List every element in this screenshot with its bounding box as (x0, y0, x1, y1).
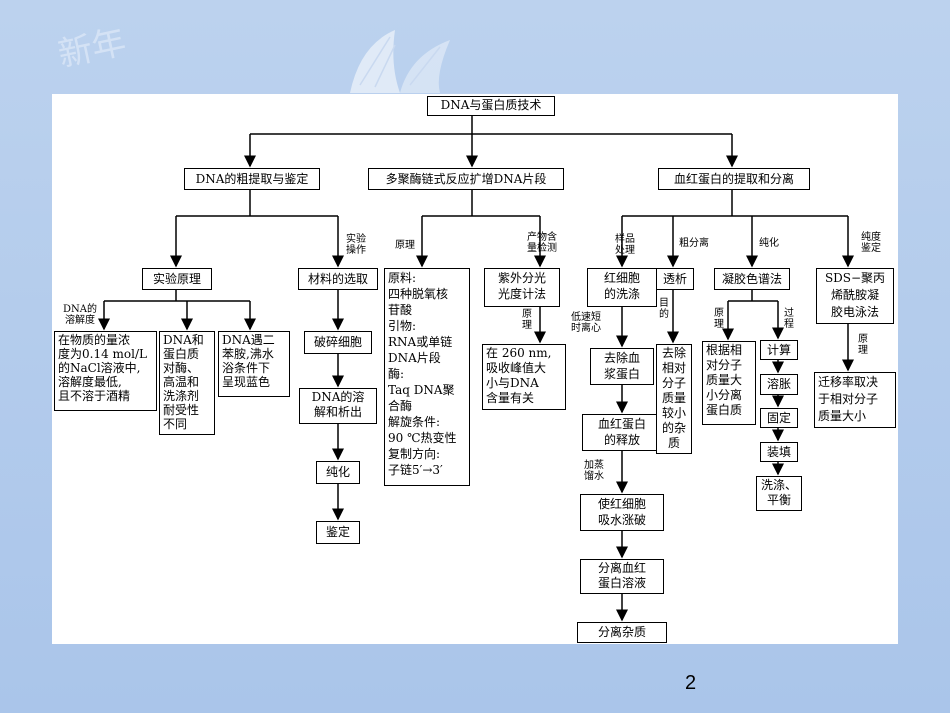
node-break-cells: 破碎细胞 (304, 331, 372, 354)
label-experiment-operation: 实验 操作 (346, 234, 366, 256)
node-experiment-principle: 实验原理 (142, 268, 212, 290)
node-separate-solution: 分离血红 蛋白溶液 (580, 559, 664, 594)
node-remove-plasma: 去除血 浆蛋白 (590, 348, 654, 385)
butterfly-decoration (350, 30, 450, 93)
node-step-wash-equilibrate: 洗涤、 平衡 (756, 476, 802, 511)
node-uv-absorption: 在 260 nm, 吸收峰值大 小与DNA 含量有关 (482, 344, 566, 410)
node-tolerance: DNA和 蛋白质 对酶、 高温和 洗涤剂 耐受性 不同 (159, 331, 215, 435)
node-sds-page: SDS−聚丙 烯酰胺凝 胶电泳法 (816, 268, 894, 324)
node-dialysis-purpose: 去除 相对 分子 质量 较小 的杂 质 (656, 344, 692, 454)
label-add-water: 加蒸 馏水 (584, 460, 604, 482)
node-pcr-materials: 原料: 四种脱氧核 苷酸 引物: RNA或单链 DNA片段 酶: Taq DNA… (384, 268, 470, 486)
label-product-detection: 产物含 量检测 (527, 232, 557, 254)
node-step-fix: 固定 (760, 408, 798, 428)
node-wash-rbc: 红细胞 的洗涤 (587, 268, 657, 307)
connector-lines (98, 114, 854, 622)
label-sample-processing: 样品 处理 (615, 234, 635, 256)
node-step-fill: 装填 (760, 442, 798, 462)
branch-dna-extraction: DNA的粗提取与鉴定 (184, 168, 320, 190)
label-gel-principle: 原 理 (714, 308, 724, 330)
label-gel-process: 过 程 (784, 308, 794, 330)
branch-pcr: 多聚酶链式反应扩增DNA片段 (368, 168, 564, 190)
node-diphenylamine: DNA遇二 苯胺,沸水 浴条件下 呈现蓝色 (218, 331, 290, 397)
node-hemoglobin-release: 血红蛋白 的释放 (582, 414, 662, 451)
node-nacl-solubility: 在物质的量浓 度为0.14 mol/L 的NaCl溶液中, 溶解度最低, 且不溶… (54, 331, 157, 411)
root-node: DNA与蛋白质技术 (427, 96, 555, 116)
node-purify: 纯化 (316, 461, 360, 484)
diagram-panel: DNA与蛋白质技术 DNA的粗提取与鉴定 多聚酶链式反应扩增DNA片段 血红蛋白… (52, 94, 898, 644)
background-watermark: 新年 (54, 22, 130, 76)
node-gel-principle: 根据相 对分子 质量大 小分离 蛋白质 (702, 341, 756, 425)
node-step-swell: 溶胀 (760, 374, 798, 395)
node-rbc-burst: 使红细胞 吸水涨破 (580, 494, 664, 531)
node-material-selection: 材料的选取 (298, 268, 378, 290)
label-coarse-separation: 粗分离 (679, 238, 709, 249)
node-uv-spectrophotometry: 紫外分光 光度计法 (484, 268, 560, 307)
label-pcr-principle: 原理 (395, 240, 415, 251)
label-low-speed-centrifuge: 低速短 时离心 (571, 312, 601, 334)
node-dialysis: 透析 (656, 268, 694, 290)
label-purification: 纯化 (759, 238, 779, 249)
label-sds-principle: 原 理 (858, 334, 868, 356)
node-separate-impurities: 分离杂质 (577, 622, 667, 643)
label-purity-identification: 纯度 鉴定 (861, 232, 881, 254)
label-purpose: 目 的 (659, 298, 669, 320)
node-gel-chromatography: 凝胶色谱法 (714, 268, 790, 290)
branch-hemoglobin: 血红蛋白的提取和分离 (658, 168, 810, 190)
node-step-calculate: 计算 (760, 340, 798, 360)
label-uv-principle: 原 理 (522, 309, 532, 331)
node-dna-dissolve: DNA的溶 解和析出 (299, 388, 377, 424)
node-identify: 鉴定 (316, 521, 360, 544)
node-sds-mobility: 迁移率取决 于相对分子 质量大小 (814, 372, 896, 428)
label-dna-solubility: DNA的 溶解度 (63, 304, 97, 326)
page-number: 2 (685, 672, 697, 694)
